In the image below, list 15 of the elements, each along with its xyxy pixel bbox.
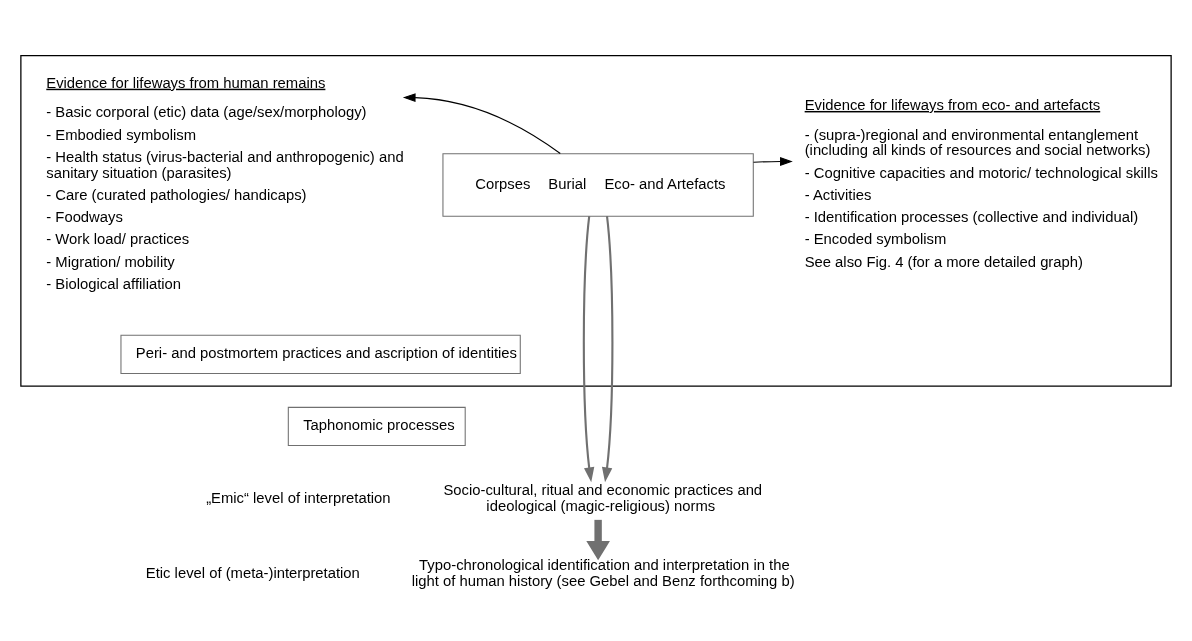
node-text: Evidence for lifeways from eco- and artefacts - (supra-)regional and environmental entanglement (including all kinds of resources and social networks) - Cognitive capacities and motoric/ technological skills - Activities - Identification processes (collective and individual) - Encoded symbolism See also Fig. 4 (for a more detailed graph) <box>804 96 1158 270</box>
node-box: Peri- and postmortem practices and ascription of identities <box>120 334 521 374</box>
arrow <box>753 157 793 166</box>
label: „Emic“ level of interpretation <box>206 490 391 507</box>
arrow <box>601 216 614 483</box>
label: Etic level of (meta-)interpretation <box>145 564 360 581</box>
node-text: Socio-cultural, ritual and economic practices and ideological (magic-religious) norms <box>443 482 763 515</box>
arrow <box>402 93 561 155</box>
node-text: Typo-chronological identification and interpretation in the light of human history (see Gebel and Benz forthcoming b) <box>411 556 795 589</box>
node-box: Taphonomic processes <box>287 406 466 446</box>
arrow <box>586 519 610 561</box>
node-box: Corpses Burial Eco- and Artefacts <box>442 153 754 217</box>
cluster <box>20 55 1172 387</box>
node-text: Evidence for lifeways from human remains - Basic corporal (etic) data (age/sex/morphology) - Embodied symbolism - Health status (virus-bacterial and anthropogenic) and sanitary situation (parasites) - Care (curated pathologies/ handicaps) - Foodways - Work load/ practices - Migration/ mobility - Biological affiliation <box>46 74 404 292</box>
arrow <box>582 216 595 483</box>
